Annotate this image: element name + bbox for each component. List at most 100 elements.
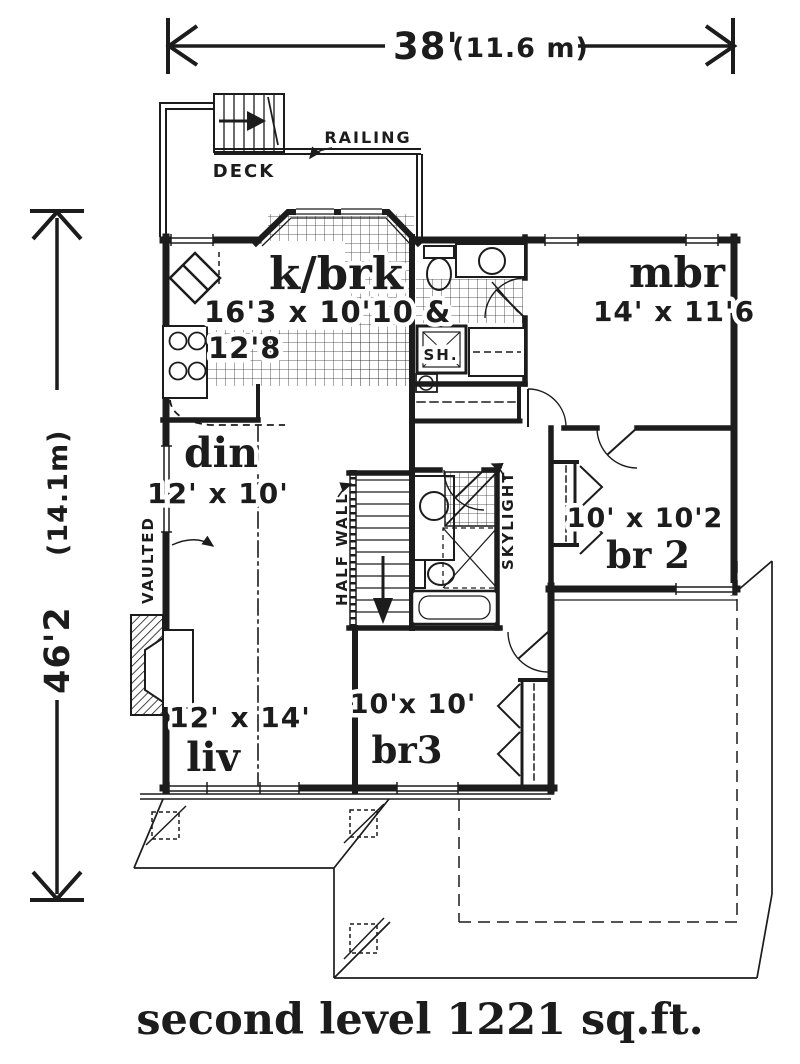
deck-walls	[159, 102, 214, 237]
railing-label: RAILING	[324, 128, 411, 147]
roof-vent-icon	[151, 811, 180, 840]
dining-name-label: din	[184, 429, 258, 477]
half-wall-pointer-arrow-icon	[337, 482, 353, 498]
up-arrowhead-icon	[31, 208, 83, 241]
fixture-box	[415, 373, 438, 393]
fixture-icon	[418, 375, 434, 391]
ensuite-door-arc	[484, 277, 526, 319]
dining-window	[161, 445, 172, 533]
skylight-label: SKYLIGHT	[499, 470, 517, 570]
left-dimension: 46'2 (14.1m)	[30, 208, 84, 903]
ensuite-door-leaf	[496, 289, 526, 319]
top-dimension-feet: 38'	[393, 25, 459, 68]
bathtub-inner	[418, 595, 491, 620]
mbr-window-1	[544, 234, 579, 246]
roof-vent-diagonal	[145, 805, 187, 846]
ensuite-toilet-icon	[426, 257, 452, 291]
fireplace	[130, 614, 194, 716]
br3-size-label: 10'x 10'	[350, 689, 477, 720]
stairs-down-arrowhead-icon	[373, 598, 393, 624]
down-arrowhead-icon	[31, 870, 83, 903]
br2-door-arc	[596, 427, 638, 469]
left-dimension-feet: 46'2	[38, 606, 78, 694]
burner-icon	[168, 331, 188, 351]
bay-window-wall	[251, 209, 423, 248]
kitchen-name-label: k/brk	[269, 247, 404, 300]
top-dimension-metric: (11.6 m)	[452, 33, 589, 64]
door-swings	[443, 277, 638, 777]
eave-lines	[140, 793, 554, 800]
kitchen-tile-floor-2	[205, 330, 412, 386]
half-wall-label: HALF WALL	[333, 492, 351, 606]
kitchen-window	[170, 234, 214, 246]
br3-closet-bifold-icon	[496, 683, 521, 777]
br2-door-leaf	[606, 427, 638, 456]
bathtub-icon	[410, 589, 499, 626]
corner-sink-divider	[182, 264, 209, 291]
hidden-roof-lines	[458, 561, 738, 923]
ensuite-toilet-tank-icon	[423, 245, 455, 259]
right-arrowhead-icon	[704, 24, 738, 67]
stairs-down	[349, 470, 410, 628]
roof-vent-diagonal	[343, 917, 385, 960]
br3-name-label: br3	[371, 728, 442, 772]
mbr-window-2	[685, 234, 719, 246]
kitchen-size-label: 16'3 x 10'10 &	[204, 295, 451, 329]
windows	[161, 207, 734, 794]
br3-window	[396, 782, 459, 794]
left-dimension-metric: (14.1m)	[43, 430, 74, 556]
roof-vent-icon	[349, 809, 378, 838]
roof-vent-diagonal	[343, 803, 385, 844]
br2-closet-walls	[549, 460, 579, 547]
mbr-name-label: mbr	[629, 248, 726, 297]
br3-door-leaf	[517, 631, 549, 660]
main-bath	[337, 463, 506, 626]
nook-dash-line	[169, 399, 285, 426]
vaulted-label: VAULTED	[139, 516, 157, 604]
ensuite-bath	[415, 243, 526, 393]
shower-inner	[422, 331, 461, 368]
burner-icon	[187, 361, 207, 381]
ensuite-sink-icon	[478, 247, 506, 275]
ensuite-tile-floor	[416, 279, 523, 323]
toilet-icon	[427, 562, 455, 586]
br2-closet-bifold-icon	[579, 465, 604, 555]
deck-label: DECK	[213, 161, 275, 182]
skylight-diagonal	[444, 471, 498, 527]
shower-cross	[422, 331, 461, 368]
stair-arrowhead-icon	[247, 111, 266, 131]
top-dimension: 38' (11.6 m)	[165, 18, 738, 74]
burner-icon	[168, 361, 188, 381]
burner-icon	[187, 331, 207, 351]
bay-window-glazing	[261, 217, 413, 247]
br2-size-label: 10' x 10'2	[567, 503, 724, 534]
railing-pointer-arrow-icon	[309, 146, 333, 160]
skylight-shaft-cross	[442, 527, 498, 589]
living-size-label: 12' x 14'	[169, 701, 311, 734]
skylight-pointer-arrow-icon	[490, 463, 506, 481]
ensuite-vanity	[455, 243, 526, 278]
shower-label: SH.	[423, 346, 458, 364]
skylight-shaft	[442, 527, 498, 589]
living-name-label: liv	[186, 734, 241, 781]
plan-caption: second level 1221 sq.ft.	[136, 995, 703, 1045]
kitchen-fixtures	[162, 251, 285, 547]
hearth	[162, 629, 194, 709]
br2-name-label: br 2	[606, 533, 690, 577]
roof-outlines	[133, 560, 773, 979]
firebox	[144, 636, 164, 704]
room-labels: k/brk 16'3 x 10'10 & 12'8 mbr 14' x 11'6…	[139, 243, 759, 786]
bay-window-1	[296, 208, 334, 215]
br3-door-arc	[507, 631, 549, 673]
vaulted-pointer-arrow-icon	[171, 535, 215, 547]
mbr-size-label: 14' x 11'6	[593, 295, 755, 328]
stair-rail-line	[267, 96, 279, 146]
kitchen-size2-label: 12'8	[208, 331, 281, 365]
bay-window-2	[341, 208, 382, 215]
left-arrowhead-icon	[165, 24, 199, 67]
br2-window	[675, 583, 734, 595]
mbr-door-arc	[527, 388, 567, 428]
dining-size-label: 12' x 10'	[147, 477, 289, 510]
